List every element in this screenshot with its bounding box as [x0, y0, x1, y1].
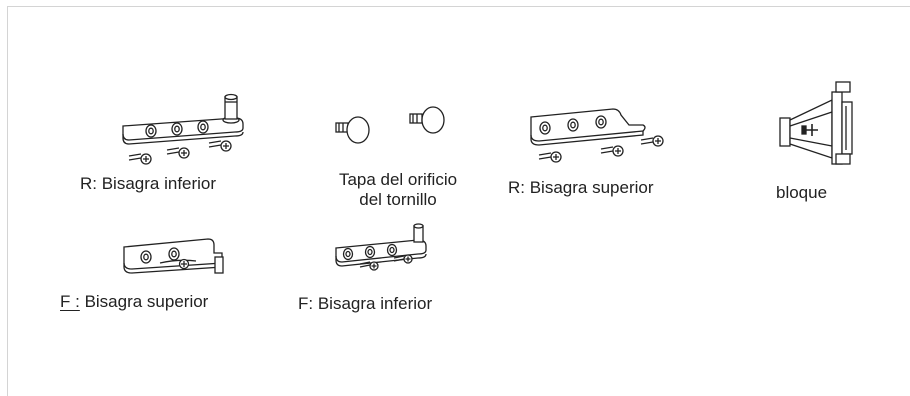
caps-label-line2: del tornillo	[359, 190, 437, 209]
front-lower-hinge-label: F: Bisagra inferior	[298, 294, 433, 313]
front-upper-hinge-text: Bisagra superior	[79, 292, 209, 311]
frame-top-border	[7, 6, 910, 7]
rear-lower-hinge-label: R: Bisagra inferior	[80, 174, 217, 193]
block-drawing	[772, 78, 864, 168]
cap-icon	[335, 106, 445, 144]
front-lower-hinge-drawing	[330, 222, 440, 277]
front-prefix: F :	[60, 292, 80, 311]
lower-hinge-icon	[335, 223, 427, 271]
upper-hinge-icon	[530, 108, 664, 163]
rear-upper-hinge-drawing	[525, 105, 670, 165]
front-upper-hinge-drawing	[118, 235, 233, 277]
lower-hinge-icon	[122, 93, 244, 165]
block-icon	[779, 81, 853, 165]
screw-hole-caps-drawing	[330, 105, 450, 155]
frame-left-border	[7, 6, 8, 396]
rear-lower-hinge-drawing	[115, 90, 255, 170]
front-upper-hinge-label: F : Bisagra superior	[60, 292, 208, 312]
rear-upper-hinge-label: R: Bisagra superior	[508, 178, 654, 197]
upper-hinge-icon	[123, 238, 224, 274]
caps-label-line1: Tapa del orificio	[338, 170, 458, 189]
screw-hole-caps-label: Tapa del orificio del tornillo	[318, 170, 478, 210]
block-label: bloque	[776, 183, 828, 202]
